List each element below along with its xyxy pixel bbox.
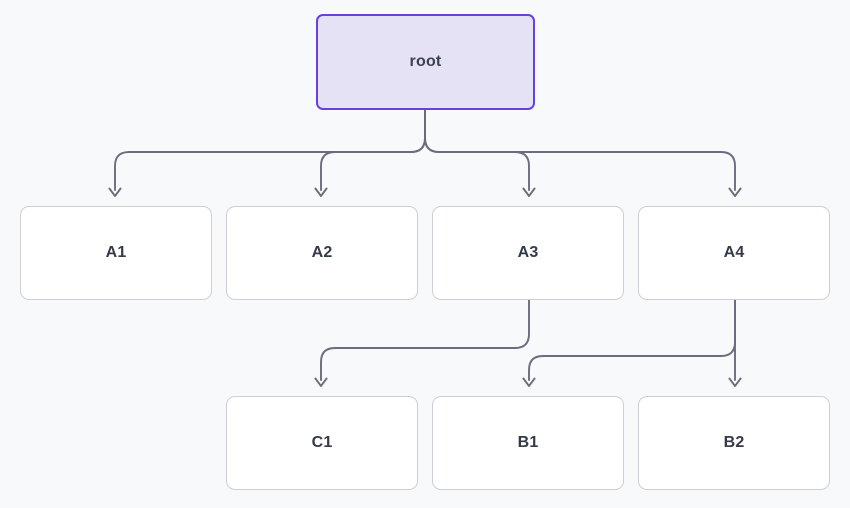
arrow-B1-icon (522, 377, 536, 387)
node-a2[interactable]: A2 (226, 206, 418, 300)
node-label-a4: A4 (723, 244, 745, 261)
node-a4[interactable]: A4 (638, 206, 830, 300)
node-label-b1: B1 (517, 434, 539, 451)
arrow-C1-icon (314, 377, 328, 387)
node-label-c1: C1 (311, 434, 333, 451)
node-label-a1: A1 (105, 244, 127, 261)
node-label-b2: B2 (723, 434, 745, 451)
node-c1[interactable]: C1 (226, 396, 418, 490)
node-a1[interactable]: A1 (20, 206, 212, 300)
edge-a3-to-c1 (320, 299, 530, 381)
node-label-root: root (409, 53, 442, 70)
arrow-A4-icon (728, 187, 742, 197)
node-b1[interactable]: B1 (432, 396, 624, 490)
edge-a4-to-b1 (528, 299, 736, 381)
edge-root-to-a1 (114, 109, 426, 191)
arrow-A3-icon (522, 187, 536, 197)
node-b2[interactable]: B2 (638, 396, 830, 490)
arrow-A2-icon (314, 187, 328, 197)
arrow-B2-icon (728, 377, 742, 387)
edge-root-to-a4 (424, 109, 736, 191)
node-label-a3: A3 (517, 244, 539, 261)
node-label-a2: A2 (311, 244, 333, 261)
arrow-A1-icon (108, 187, 122, 197)
edge-root-to-a2 (320, 109, 426, 191)
node-root[interactable]: root (316, 14, 535, 110)
node-a3[interactable]: A3 (432, 206, 624, 300)
edge-root-to-a3 (424, 109, 530, 191)
